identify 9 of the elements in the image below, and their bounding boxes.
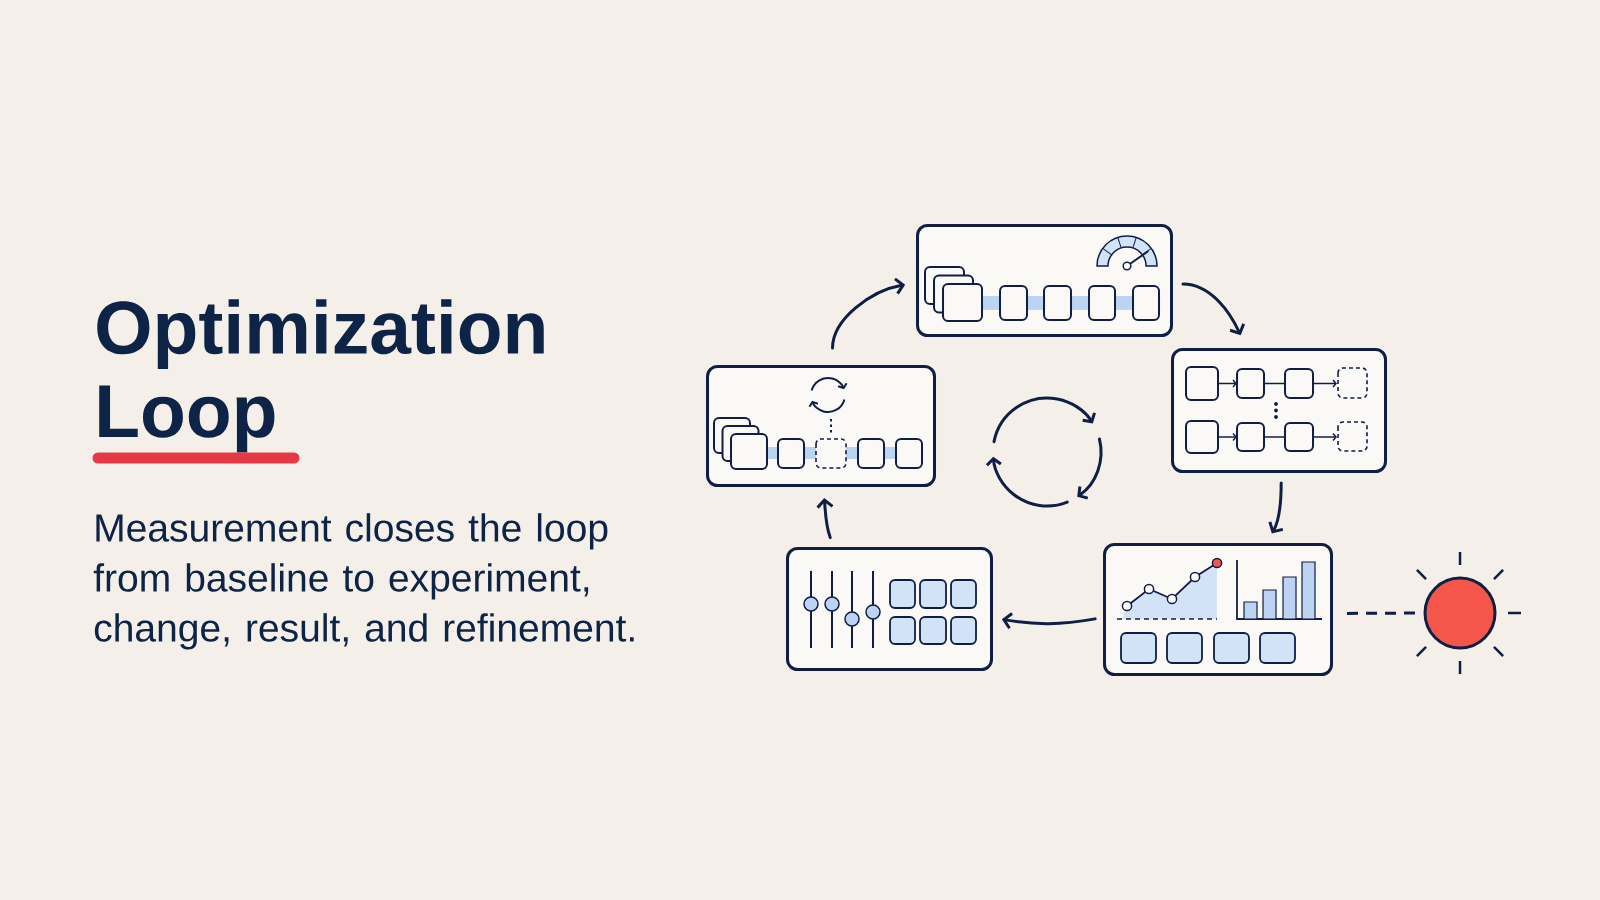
arrow	[816, 497, 834, 540]
sun-icon	[1416, 552, 1521, 674]
arrow	[831, 277, 906, 350]
arrow	[1001, 612, 1097, 629]
description-text: Measurement closes the loop from baseline to experiment, change, result, and refinement.	[93, 513, 634, 650]
arrow	[1181, 282, 1246, 336]
title: Optimization Loop	[97, 299, 544, 453]
dashed-line	[1347, 611, 1416, 615]
arrow	[1268, 481, 1284, 534]
